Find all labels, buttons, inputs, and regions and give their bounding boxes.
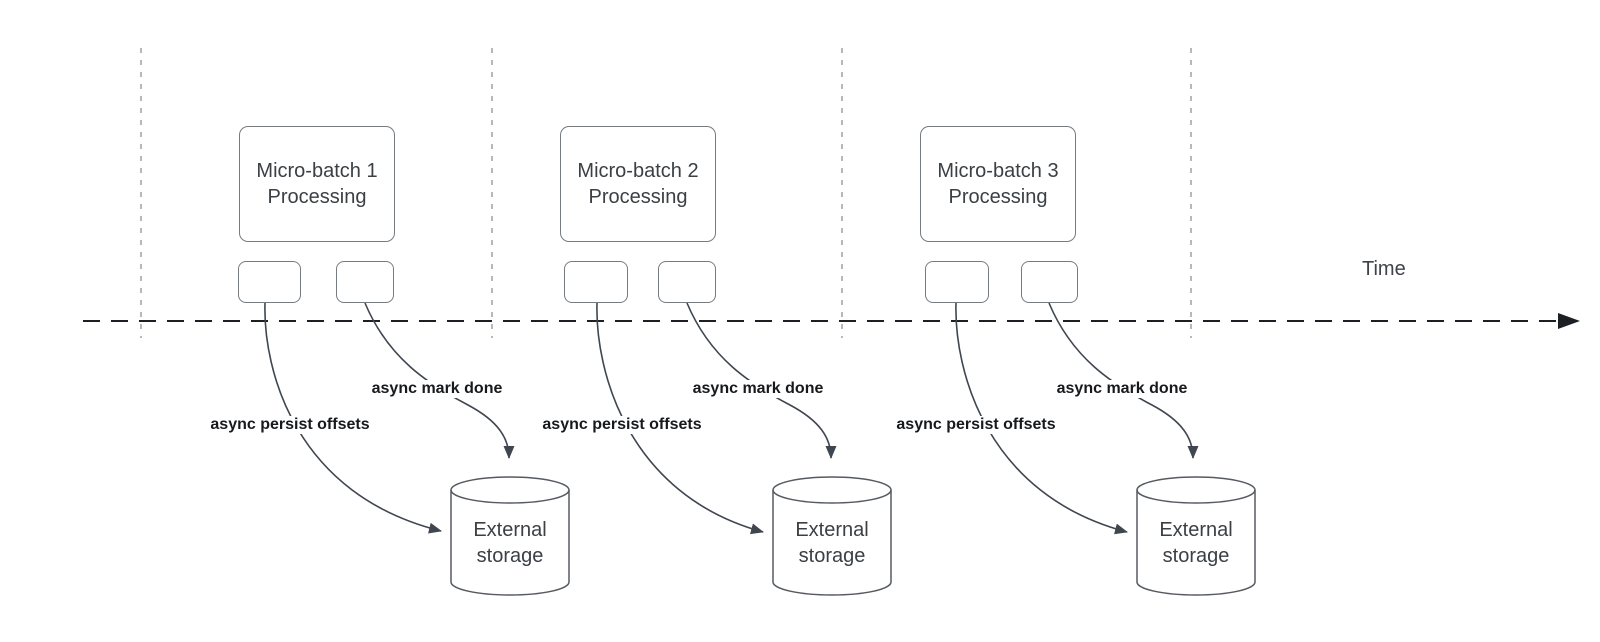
mark-done-node-1 <box>336 261 394 303</box>
micro-batch-2-title-line1: Micro-batch 2 <box>577 160 699 182</box>
external-storage-cylinder-2 <box>772 476 892 596</box>
micro-batch-1-title-line2: Processing <box>267 186 367 208</box>
persist-offsets-label-3: async persist offsets <box>893 416 1059 434</box>
storage-label-2-line1: External <box>795 519 869 541</box>
mark-done-label-2: async mark done <box>689 380 827 398</box>
mark-done-arrow-3 <box>1048 302 1199 459</box>
persist-offsets-label-2: async persist offsets <box>539 416 705 434</box>
storage-label-2-line2: storage <box>798 545 866 567</box>
time-label: Time <box>1362 258 1406 280</box>
storage-label-2: External storage <box>795 517 868 569</box>
external-storage-cylinder-3 <box>1136 476 1256 596</box>
storage-label-3-line2: storage <box>1162 545 1230 567</box>
micro-batch-3-title-line1: Micro-batch 3 <box>937 160 1059 182</box>
micro-batch-2-box: Micro-batch 2 Processing <box>560 126 716 242</box>
storage-label-1-line2: storage <box>476 545 544 567</box>
storage-label-3: External storage <box>1159 517 1232 569</box>
mark-done-node-2 <box>658 261 716 303</box>
storage-label-1: External storage <box>473 517 546 569</box>
micro-batch-3-title: Micro-batch 3 Processing <box>937 158 1058 210</box>
mark-done-node-3 <box>1021 261 1078 303</box>
time-axis-arrowhead-icon <box>1558 313 1580 329</box>
micro-batch-3-box: Micro-batch 3 Processing <box>920 126 1076 242</box>
mark-done-arrow-1 <box>364 302 515 459</box>
micro-batch-1-title: Micro-batch 1 Processing <box>256 158 377 210</box>
micro-batch-3-title-line2: Processing <box>948 186 1048 208</box>
storage-label-1-line1: External <box>473 519 547 541</box>
persist-offsets-label-1: async persist offsets <box>207 416 373 434</box>
mark-done-arrow-2 <box>686 302 837 459</box>
persist-offsets-node-2 <box>564 261 628 303</box>
external-storage-cylinder-1 <box>450 476 570 596</box>
micro-batch-1-title-line1: Micro-batch 1 <box>256 160 378 182</box>
mark-done-label-3: async mark done <box>1053 380 1191 398</box>
persist-offsets-node-1 <box>238 261 301 303</box>
micro-batch-1-box: Micro-batch 1 Processing <box>239 126 395 242</box>
micro-batch-2-title: Micro-batch 2 Processing <box>577 158 698 210</box>
storage-label-3-line1: External <box>1159 519 1233 541</box>
micro-batch-2-title-line2: Processing <box>588 186 688 208</box>
persist-offsets-node-3 <box>925 261 989 303</box>
mark-done-label-1: async mark done <box>368 380 506 398</box>
